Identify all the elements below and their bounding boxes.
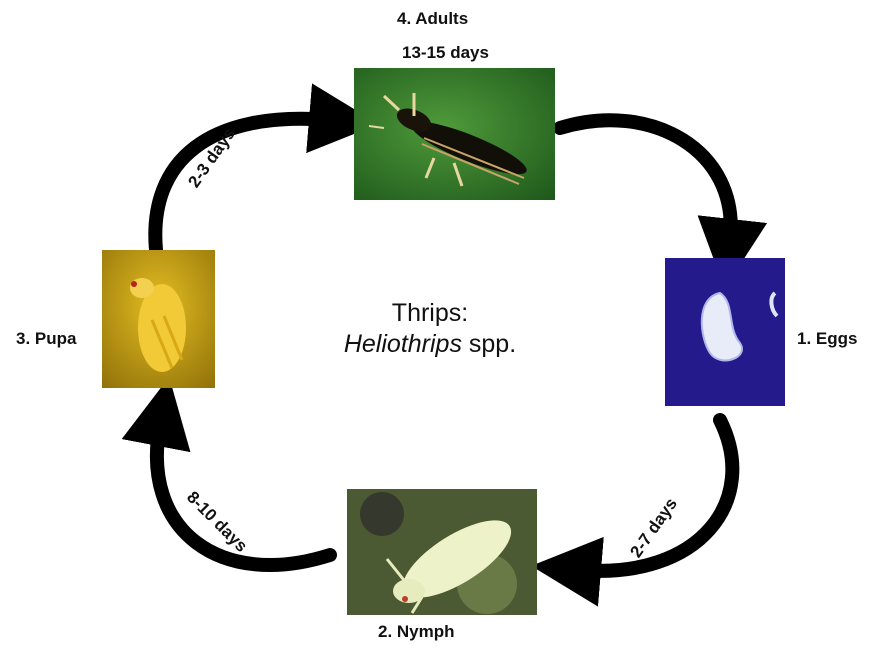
- thrips-egg-illustration: [665, 258, 785, 406]
- thrips-nymph-photo: [347, 489, 537, 615]
- pupa-label: 3. Pupa: [16, 329, 76, 349]
- thrips-pupa-illustration: [102, 250, 215, 388]
- diagram-title: Thrips: Heliothrips spp.: [310, 298, 550, 360]
- title-line-2: Heliothrips spp.: [310, 329, 550, 360]
- eggs-label: 1. Eggs: [797, 329, 857, 349]
- arrow-adults-to-eggs: [560, 120, 731, 240]
- thrips-pupa-photo: [102, 250, 215, 388]
- title-line-1: Thrips:: [310, 298, 550, 329]
- adults-label: 4. Adults: [397, 9, 468, 29]
- title-spp: spp.: [462, 330, 516, 358]
- thrips-nymph-illustration: [347, 489, 537, 615]
- arrow-eggs-to-nymph: [580, 420, 732, 571]
- arrow-pupa-to-adults: [155, 119, 330, 250]
- adult-thrips-photo: [354, 68, 555, 200]
- adults-duration: 13-15 days: [402, 43, 489, 63]
- title-genus: Heliothrips: [344, 330, 462, 358]
- adult-thrips-illustration: [354, 68, 555, 200]
- thrips-egg-photo: [665, 258, 785, 406]
- nymph-label: 2. Nymph: [378, 622, 455, 642]
